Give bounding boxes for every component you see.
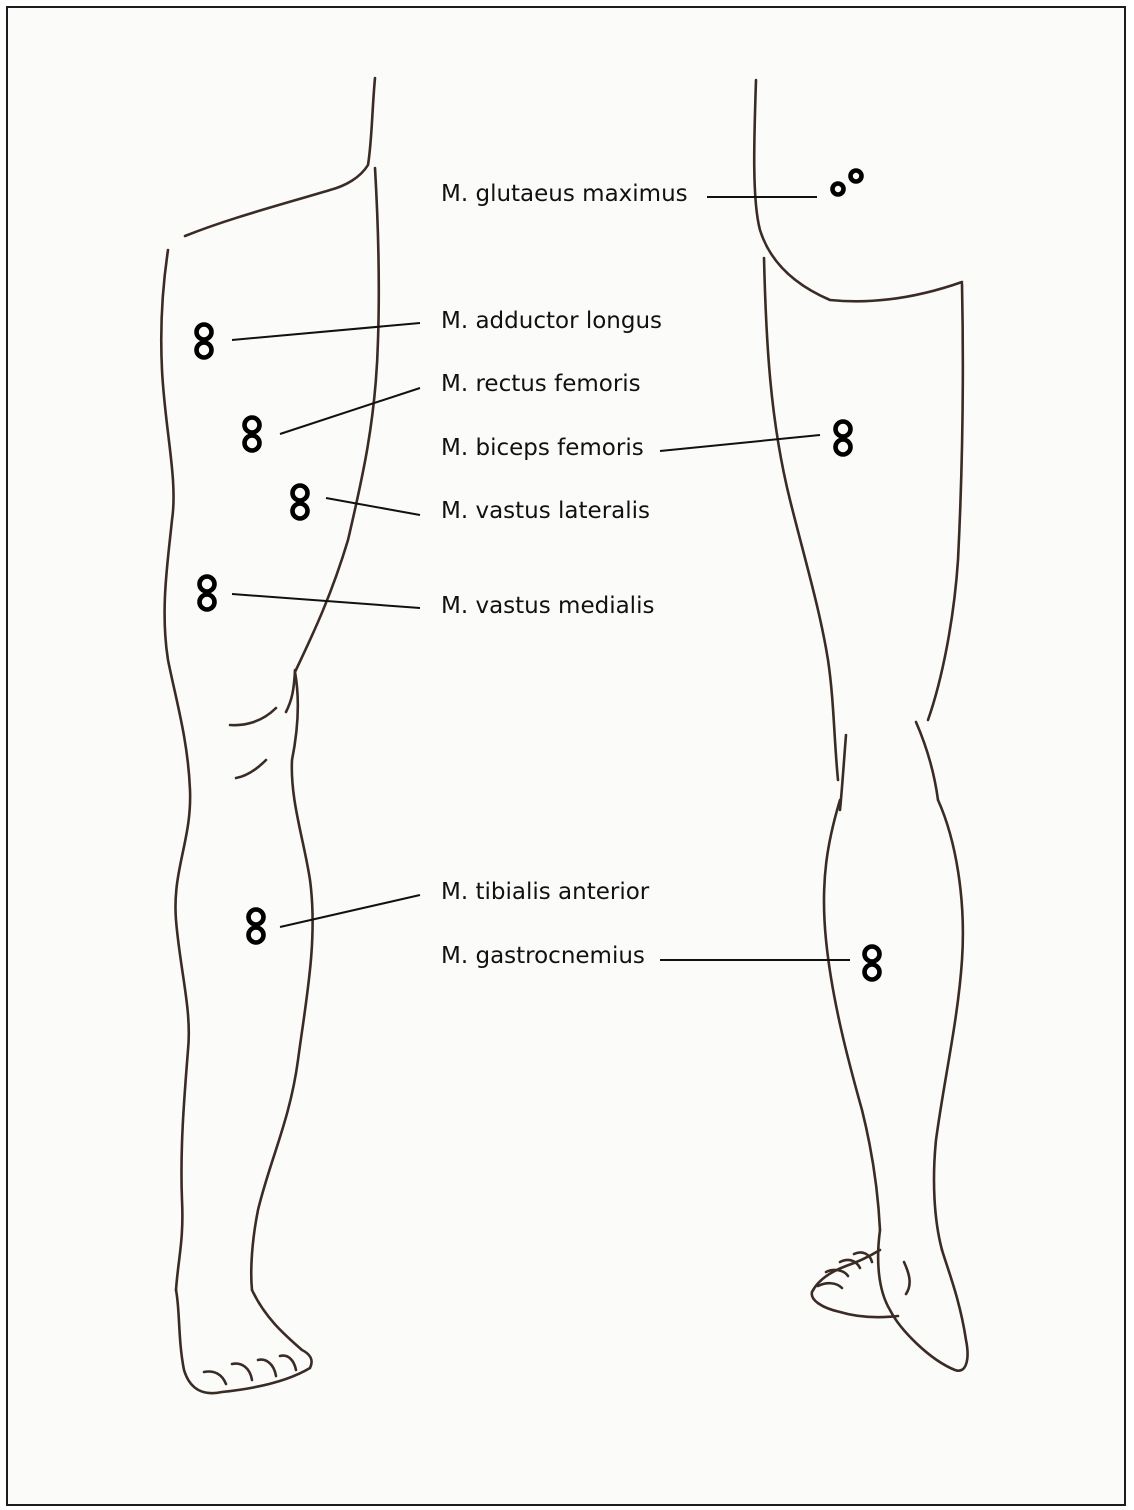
label-glutaeus-maximus: M. glutaeus maximus (441, 181, 688, 207)
label-tibialis-anterior: M. tibialis anterior (441, 879, 650, 905)
leader-tibialis-anterior (280, 895, 420, 927)
label-biceps-femoris: M. biceps femoris (441, 435, 644, 461)
leader-biceps-femoris (660, 435, 820, 451)
label-rectus-femoris: M. rectus femoris (441, 371, 641, 397)
leader-adductor-longus (232, 323, 420, 340)
electrode-tibialis-anterior (249, 910, 264, 943)
electrode-vastus-lateralis (293, 486, 308, 519)
leader-rectus-femoris (280, 388, 420, 434)
back-leg-outline (754, 80, 967, 1371)
electrode-biceps-femoris (836, 422, 851, 455)
label-vastus-medialis: M. vastus medialis (441, 593, 654, 619)
electrode-vastus-medialis (200, 577, 215, 610)
electrode-adductor-longus (197, 325, 212, 358)
electrode-rectus-femoris (245, 418, 260, 451)
electrode-gastrocnemius (865, 947, 880, 980)
electrode-glutaeus-maximus (833, 171, 862, 195)
label-gastrocnemius: M. gastrocnemius (441, 943, 645, 969)
label-adductor-longus: M. adductor longus (441, 308, 662, 334)
front-leg-outline (161, 78, 379, 1393)
leader-vastus-lateralis (326, 498, 420, 515)
label-vastus-lateralis: M. vastus lateralis (441, 498, 650, 524)
